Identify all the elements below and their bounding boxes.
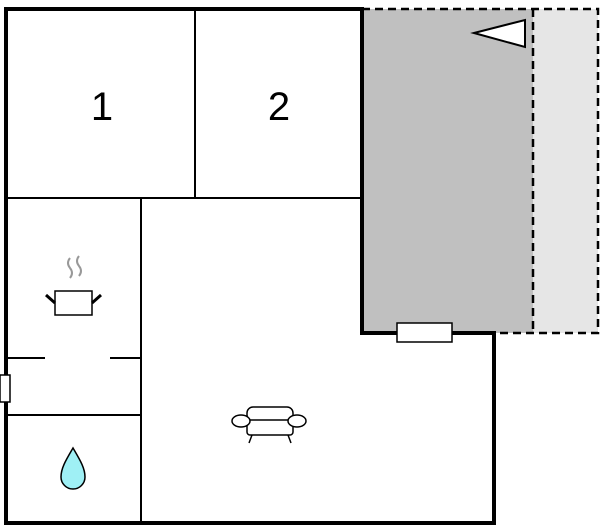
terrace-area — [362, 9, 533, 333]
sofa-icon — [231, 406, 307, 444]
inner-walls — [6, 9, 362, 523]
water-drop-icon — [60, 446, 86, 490]
terrace-dashed-border — [362, 7, 600, 335]
room-label-1: 1 — [91, 85, 113, 129]
window-left — [0, 374, 11, 403]
room-label-2: 2 — [268, 85, 290, 129]
outer-walls — [4, 7, 496, 525]
cooking-pot-icon — [45, 255, 102, 316]
compass-triangle-icon — [470, 18, 526, 49]
window-terrace — [396, 322, 453, 343]
terrace-outer-area — [533, 9, 598, 333]
terrace — [362, 7, 600, 335]
